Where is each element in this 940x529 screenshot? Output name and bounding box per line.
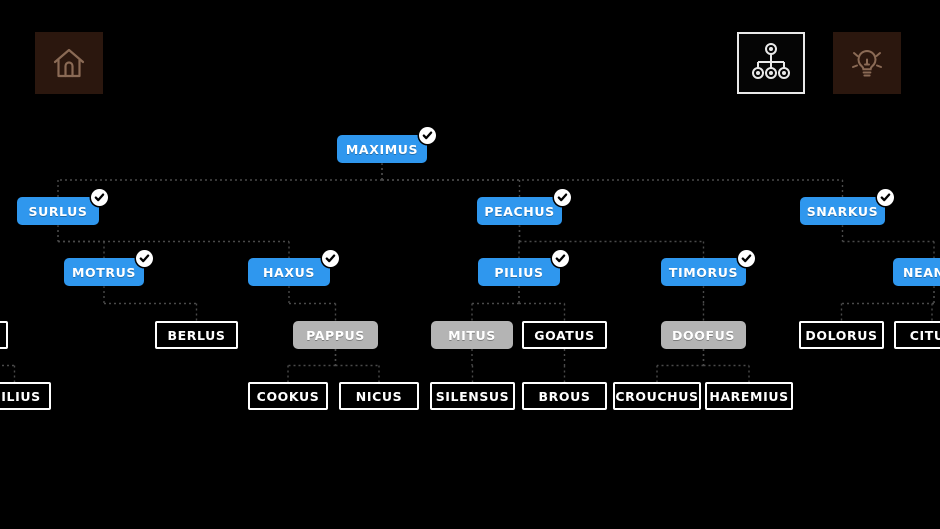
tree-node-label: SNARKUS [806, 203, 879, 219]
tree-node-snarkus[interactable]: SNARKUS [800, 189, 894, 225]
tree-node-clip-l4[interactable] [0, 321, 8, 349]
tree-node-label: MITUS [448, 327, 496, 343]
tree-node-peachus[interactable]: PEACHUS [477, 189, 571, 225]
hierarchy-icon [751, 42, 791, 84]
tree-node-label: DOOFUS [672, 327, 735, 343]
tree-node-label: DOLORUS [805, 327, 878, 343]
tree-node-milius[interactable]: MILIUS [0, 382, 51, 410]
tree-node-label: MILIUS [0, 388, 41, 404]
tree-node-label: COOKUS [256, 388, 320, 404]
verified-check-icon [322, 250, 339, 267]
tree-node-label: BERLUS [167, 327, 226, 343]
tree-node-label: SILENSUS [435, 388, 510, 404]
tree-node-label: PEACHUS [484, 203, 555, 219]
tree-node-label: HAREMIUS [709, 388, 789, 404]
tree-node-goatus[interactable]: GOATUS [522, 321, 607, 349]
verified-check-icon [136, 250, 153, 267]
verified-check-icon [419, 127, 436, 144]
tree-node-maximus[interactable]: MAXIMUS [337, 127, 436, 163]
verified-check-icon [738, 250, 755, 267]
tree-node-label: TIMORUS [668, 264, 739, 280]
hint-button[interactable] [833, 32, 901, 94]
tree-node-motrus[interactable]: MOTRUS [64, 250, 153, 286]
tree-node-cookus[interactable]: COOKUS [248, 382, 328, 410]
hierarchy-button[interactable] [737, 32, 805, 94]
tree-node-pilius[interactable]: PILIUS [478, 250, 569, 286]
verified-check-icon [552, 250, 569, 267]
tree-node-haxus[interactable]: HAXUS [248, 250, 339, 286]
tree-node-label: BROUS [538, 388, 591, 404]
tree-node-label: CROUCHUS [615, 388, 699, 404]
tree-node-label: HAXUS [263, 264, 315, 280]
tree-node-label: CITUS [909, 327, 940, 343]
tree-node-timorus[interactable]: TIMORUS [661, 250, 755, 286]
tree-node-pappus[interactable]: PAPPUS [293, 321, 378, 349]
tree-node-label: MOTRUS [72, 264, 136, 280]
tree-node-mitus[interactable]: MITUS [431, 321, 513, 349]
tree-node-label: PAPPUS [306, 327, 365, 343]
tree-node-crouchus[interactable]: CROUCHUS [613, 382, 701, 410]
tree-node-citus[interactable]: CITUS [894, 321, 940, 349]
tree-node-berlus[interactable]: BERLUS [155, 321, 238, 349]
tree-node-neanus[interactable]: NEANUS [893, 258, 940, 286]
lightbulb-icon [849, 45, 885, 81]
verified-check-icon [554, 189, 571, 206]
tree-node-doofus[interactable]: DOOFUS [661, 321, 746, 349]
tree-node-surlus[interactable]: SURLUS [17, 189, 108, 225]
tree-node-label: NICUS [355, 388, 403, 404]
tree-node-label: PILIUS [494, 264, 544, 280]
verified-check-icon [91, 189, 108, 206]
tree-node-nicus[interactable]: NICUS [339, 382, 419, 410]
tree-node-label: NEANUS [903, 264, 940, 280]
tree-node-label: MAXIMUS [345, 141, 419, 157]
tree-node-dolorus[interactable]: DOLORUS [799, 321, 884, 349]
tree-node-label: GOATUS [534, 327, 595, 343]
home-button[interactable] [35, 32, 103, 94]
tree-node-label: SURLUS [28, 203, 88, 219]
verified-check-icon [877, 189, 894, 206]
tree-node-silensus[interactable]: SILENSUS [430, 382, 515, 410]
tree-node-haremius[interactable]: HAREMIUS [705, 382, 793, 410]
tree-node-brous[interactable]: BROUS [522, 382, 607, 410]
home-icon [52, 47, 86, 79]
